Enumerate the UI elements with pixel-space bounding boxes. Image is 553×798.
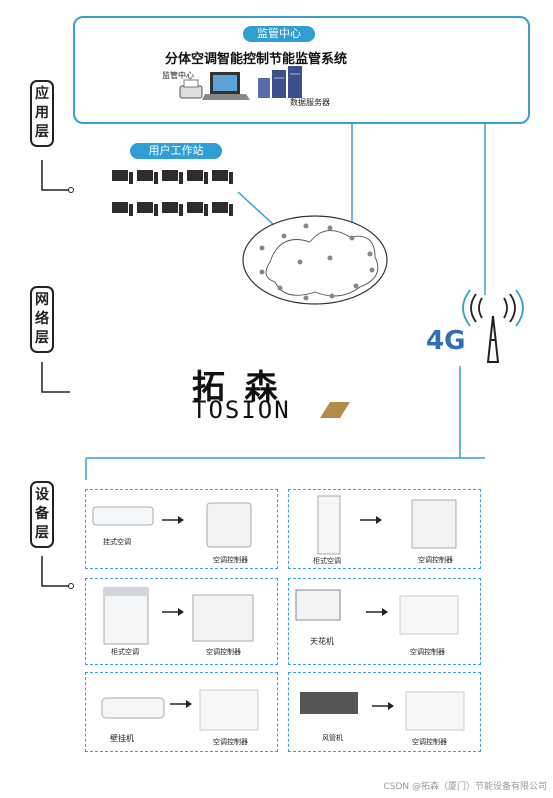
device-ac-label: 柜式空调 — [111, 648, 139, 656]
brand-chinese: 拓 森 — [192, 367, 282, 406]
layer-hook-net — [41, 362, 70, 393]
monitoring-center-frame — [73, 16, 530, 124]
layer-label-network: 网 络 层 — [30, 286, 54, 353]
device-ctrl-label: 空调控制器 — [213, 738, 248, 746]
layer-label-device: 设 备 层 — [30, 481, 54, 548]
server-icon — [258, 66, 302, 98]
device-ctrl-label: 空调控制器 — [412, 738, 447, 746]
network-cloud-icon — [242, 215, 388, 305]
device-box-5 — [85, 672, 278, 752]
device-ctrl-label: 空调控制器 — [213, 556, 248, 564]
workstation-grid — [112, 170, 233, 216]
device-graphics — [92, 495, 465, 731]
server-label: 数据服务器 — [290, 98, 330, 107]
device-ac-label: 壁挂机 — [110, 734, 134, 743]
device-ac-label: 挂式空调 — [103, 538, 131, 546]
brand-english: TOSION — [192, 396, 291, 424]
device-box-6 — [288, 672, 481, 752]
device-ac-label: 天花机 — [310, 637, 334, 646]
printer-icon — [179, 79, 203, 99]
device-ctrl-label: 空调控制器 — [206, 648, 241, 656]
4g-tower-icon — [462, 289, 524, 363]
brand-mark — [320, 402, 350, 418]
monitoring-center-badge: 监管中心 — [243, 26, 315, 42]
layer-hook-app — [41, 160, 70, 191]
layer-hook-dev — [41, 556, 70, 587]
device-box-4 — [288, 578, 481, 665]
link-workstation-cloud — [237, 191, 276, 227]
workstation-badge: 用户工作站 — [130, 143, 222, 159]
device-ctrl-label: 空调控制器 — [410, 648, 445, 656]
device-ac-label: 风管机 — [322, 734, 343, 742]
footer-watermark: CSDN @拓森（厦门）节能设备有限公司 — [383, 782, 547, 792]
layer-label-application: 应 用 层 — [30, 80, 54, 147]
device-box-3 — [85, 578, 278, 665]
device-ac-label: 柜式空调 — [313, 557, 341, 565]
system-title: 分体空调智能控制节能监管系统 — [165, 52, 348, 67]
device-ctrl-label: 空调控制器 — [418, 556, 453, 564]
device-box-1 — [85, 489, 278, 569]
laptop-icon — [202, 72, 250, 100]
monitor-label: 监管中心 — [162, 71, 194, 80]
device-box-2 — [288, 489, 481, 569]
4g-label: 4G — [426, 326, 466, 356]
